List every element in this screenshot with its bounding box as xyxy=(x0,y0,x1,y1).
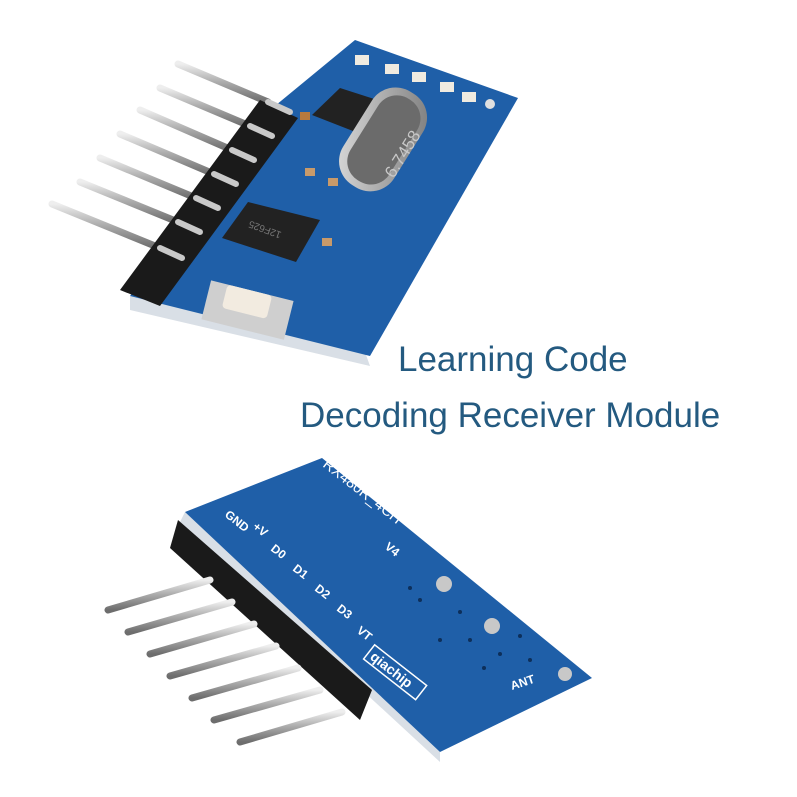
top-smd-pads xyxy=(300,55,476,246)
antenna-pad xyxy=(558,667,572,681)
top-pin-leads xyxy=(48,60,272,252)
vias xyxy=(408,586,532,670)
top-ic-2 xyxy=(222,202,320,262)
caption-line-2: Decoding Receiver Module xyxy=(300,396,721,435)
caption-line-1: Learning Code xyxy=(398,340,628,379)
top-receiver-module: 12F625 6.7458 xyxy=(48,40,518,366)
bottom-pcb xyxy=(185,458,592,752)
push-button xyxy=(201,280,294,340)
bottom-pin-leads xyxy=(104,508,350,746)
mount-hole xyxy=(485,99,495,109)
bottom-pin-header xyxy=(170,520,372,720)
solder-joint xyxy=(436,576,452,592)
bottom-receiver-module: GND +V D0 D1 D2 D3 VT RX480R_4CH V4 qiac… xyxy=(104,456,592,762)
solder-joint xyxy=(484,618,500,634)
